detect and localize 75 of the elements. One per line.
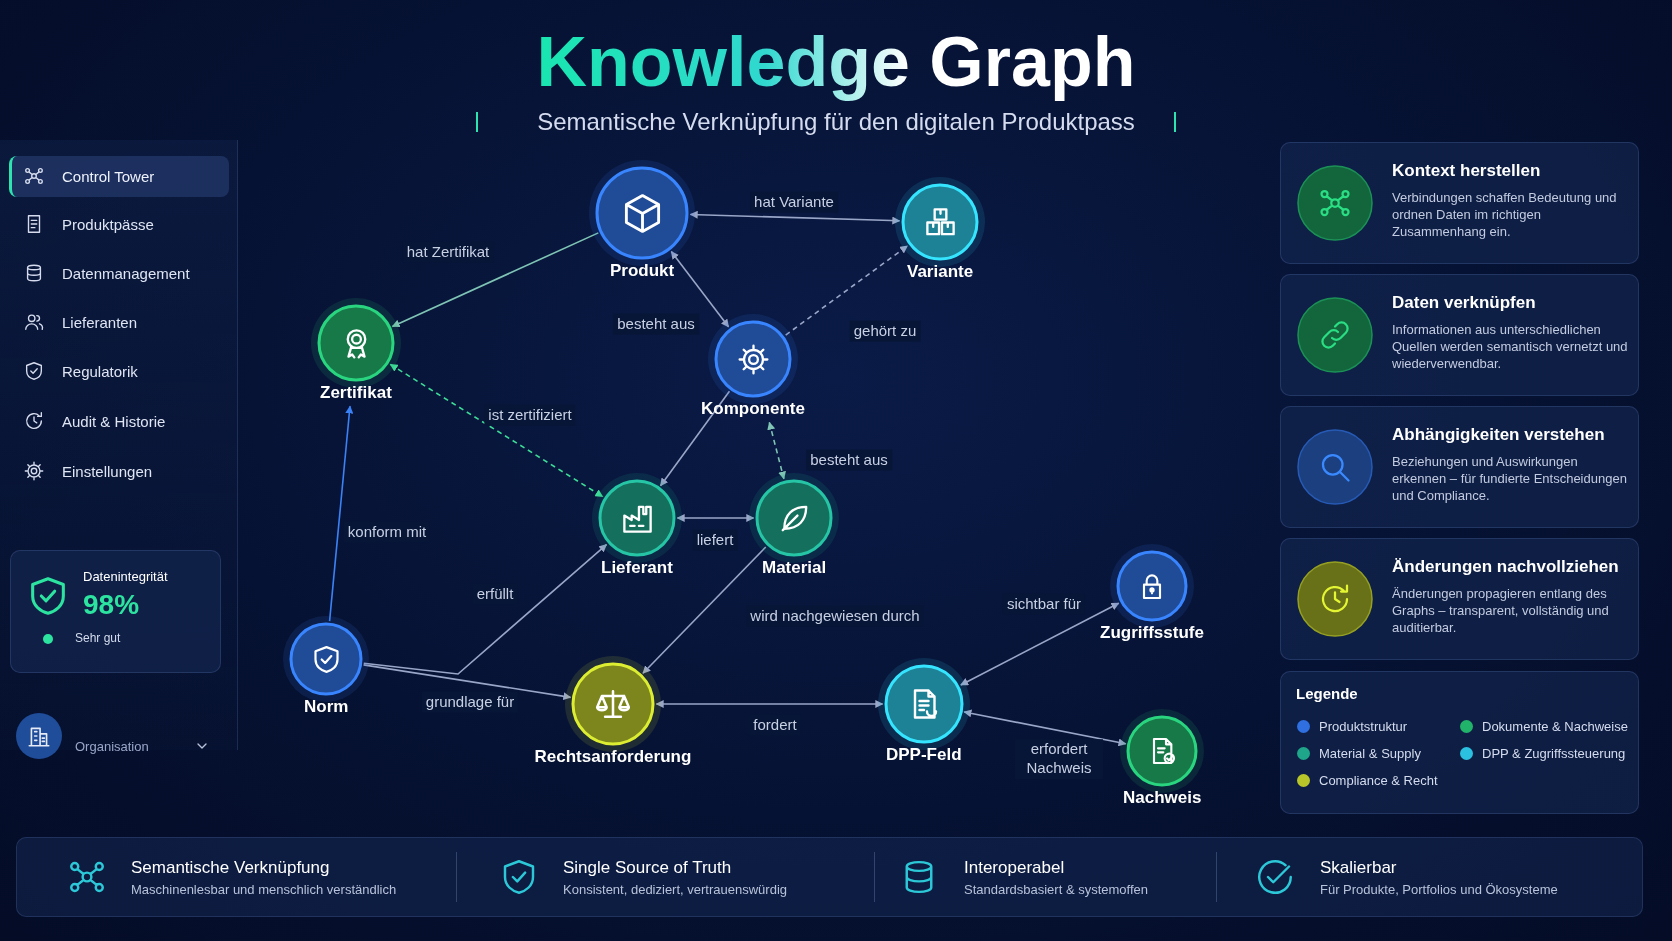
feature-title: Single Source of Truth (563, 856, 732, 878)
card-title: Kontext herstellen (1392, 161, 1541, 181)
menu-label: Produktpässe (62, 214, 154, 234)
legend-text: Material & Supply (1319, 745, 1421, 761)
arrow (362, 543, 608, 675)
card-title: Abhängigkeiten verstehen (1392, 425, 1605, 445)
edge-label: besteht aus (806, 449, 892, 471)
node-label: Norm (304, 696, 349, 718)
feature-title: Semantische Verknüpfung (131, 856, 330, 878)
arrow (642, 546, 767, 674)
node-label: Zertifikat (320, 382, 392, 404)
node-label: Nachweis (1123, 787, 1202, 809)
feature-text: Für Produkte, Portfolios und Ökosysteme (1320, 880, 1558, 898)
edge-label: wird nachgewiesen durch (746, 605, 924, 627)
legend-text: DPP & Zugriffssteuerung (1482, 745, 1626, 761)
node-label: Variante (907, 261, 974, 283)
node-label: Produkt (610, 260, 675, 282)
edge-label: sichtbar für (1002, 593, 1086, 615)
legend-text: Produktstruktur (1319, 718, 1408, 734)
node-label: Lieferant (601, 557, 673, 579)
card-text: Änderungen propagieren entlang des Graphs – transparent, vollständig und auditierbar. (1392, 585, 1610, 636)
card-text: Verbindungen schaffen Bedeutung und ordnen Daten im richtigen Zusammenhang ein. (1392, 189, 1618, 240)
arrow (767, 421, 786, 480)
arrow (328, 405, 354, 622)
node-label: DPP-Feld (886, 744, 962, 766)
arrow (676, 514, 755, 522)
edge-label: hat Variante (750, 191, 838, 213)
card-title: Daten verknüpfen (1392, 293, 1536, 313)
feature-title: Interoperabel (964, 856, 1065, 878)
card-text: Beziehungen und Auswirkungen erkennen – für fundierte Entscheidungen und Compliance. (1392, 453, 1628, 504)
arrow (655, 700, 884, 708)
edge-label: erfordert Nachweis (1015, 739, 1103, 779)
status-card (10, 550, 221, 673)
feature-text: Konsistent, dediziert, vertrauenswürdig (563, 880, 787, 898)
organization-label: Organisation (75, 737, 149, 755)
info-card (1280, 142, 1639, 264)
edge-label: besteht aus (613, 313, 699, 335)
edge-label: grundlage für (421, 691, 519, 713)
arrow (960, 602, 1120, 686)
arrow (389, 363, 604, 498)
feature-text: Maschinenlesbar und menschlich verständlich (131, 880, 397, 898)
edge-label: liefert (692, 529, 738, 551)
legend-text: Compliance & Recht (1319, 772, 1438, 788)
info-card (1280, 538, 1639, 660)
legend-text: Dokumente & Nachweise (1482, 718, 1628, 734)
legend-title: Legende (1296, 683, 1358, 703)
arrow (391, 232, 600, 328)
node-label: Rechtsanforderung (534, 746, 692, 768)
menu-label: Audit & Historie (62, 411, 166, 431)
menu-label: Control Tower (62, 166, 155, 186)
menu-label: Datenmanagement (62, 263, 190, 283)
menu-label: Lieferanten (62, 312, 138, 332)
node-label: Zugriffsstufe (1100, 622, 1204, 644)
status-text: Sehr gut (75, 631, 121, 645)
subtitle: Semantische Verknüpfung für den digitalen Produktpass (537, 108, 1135, 136)
arrow (963, 709, 1127, 747)
feature-title: Skalierbar (1320, 856, 1397, 878)
menu-label: Einstellungen (62, 461, 153, 481)
node-label: Komponente (701, 398, 805, 420)
arrow (659, 390, 731, 487)
card-title: Änderungen nachvollziehen (1392, 557, 1619, 577)
arrow (784, 245, 909, 336)
info-card (1280, 274, 1639, 396)
edge-label: gehört zu (849, 320, 921, 342)
status-title: Datenintegrität (83, 569, 168, 584)
card-text: Informationen aus unterschiedlichen Quellen werden semantisch vernetzt und wiederverwendbar. (1392, 321, 1628, 372)
node-label: Material (762, 557, 827, 579)
info-card (1280, 406, 1639, 528)
menu-label: Regulatorik (62, 361, 138, 381)
arrow (362, 664, 572, 701)
arrow (670, 250, 730, 328)
status-value: 98% (83, 589, 140, 621)
edge-label: ist zertifiziert (484, 404, 576, 426)
arrow (689, 210, 901, 225)
feature-text: Standardsbasiert & systemoffen (964, 880, 1149, 898)
